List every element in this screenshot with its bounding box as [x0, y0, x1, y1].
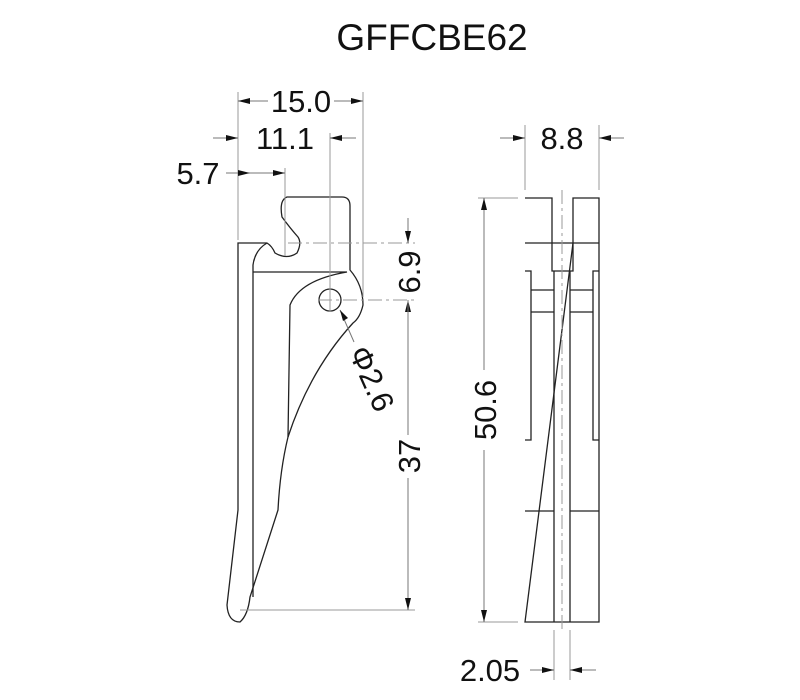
side-view: 8.8 50.6 2.05: [460, 121, 624, 688]
dim-lever-length: 37: [392, 439, 427, 473]
dim-hook-offset: 5.7: [176, 156, 219, 191]
dim-overall-height: 50.6: [468, 380, 503, 440]
dim-slot-width: 2.05: [460, 653, 520, 688]
dim-overall-width: 15.0: [271, 84, 331, 119]
front-view: 15.0 11.1 5.7 6.9 37 Φ2.6: [176, 84, 427, 623]
side-outline: [524, 197, 600, 623]
dim-hole-diameter: Φ2.6: [342, 341, 402, 417]
lever-outline: [226, 196, 364, 623]
inner-edge: [252, 242, 268, 597]
dim-side-width: 8.8: [540, 121, 583, 156]
dim-pivot-offset: 11.1: [256, 121, 314, 156]
dim-pivot-height: 6.9: [392, 250, 427, 293]
inner-ridge: [253, 271, 348, 438]
drawing-title: GFFCBE62: [336, 17, 527, 58]
